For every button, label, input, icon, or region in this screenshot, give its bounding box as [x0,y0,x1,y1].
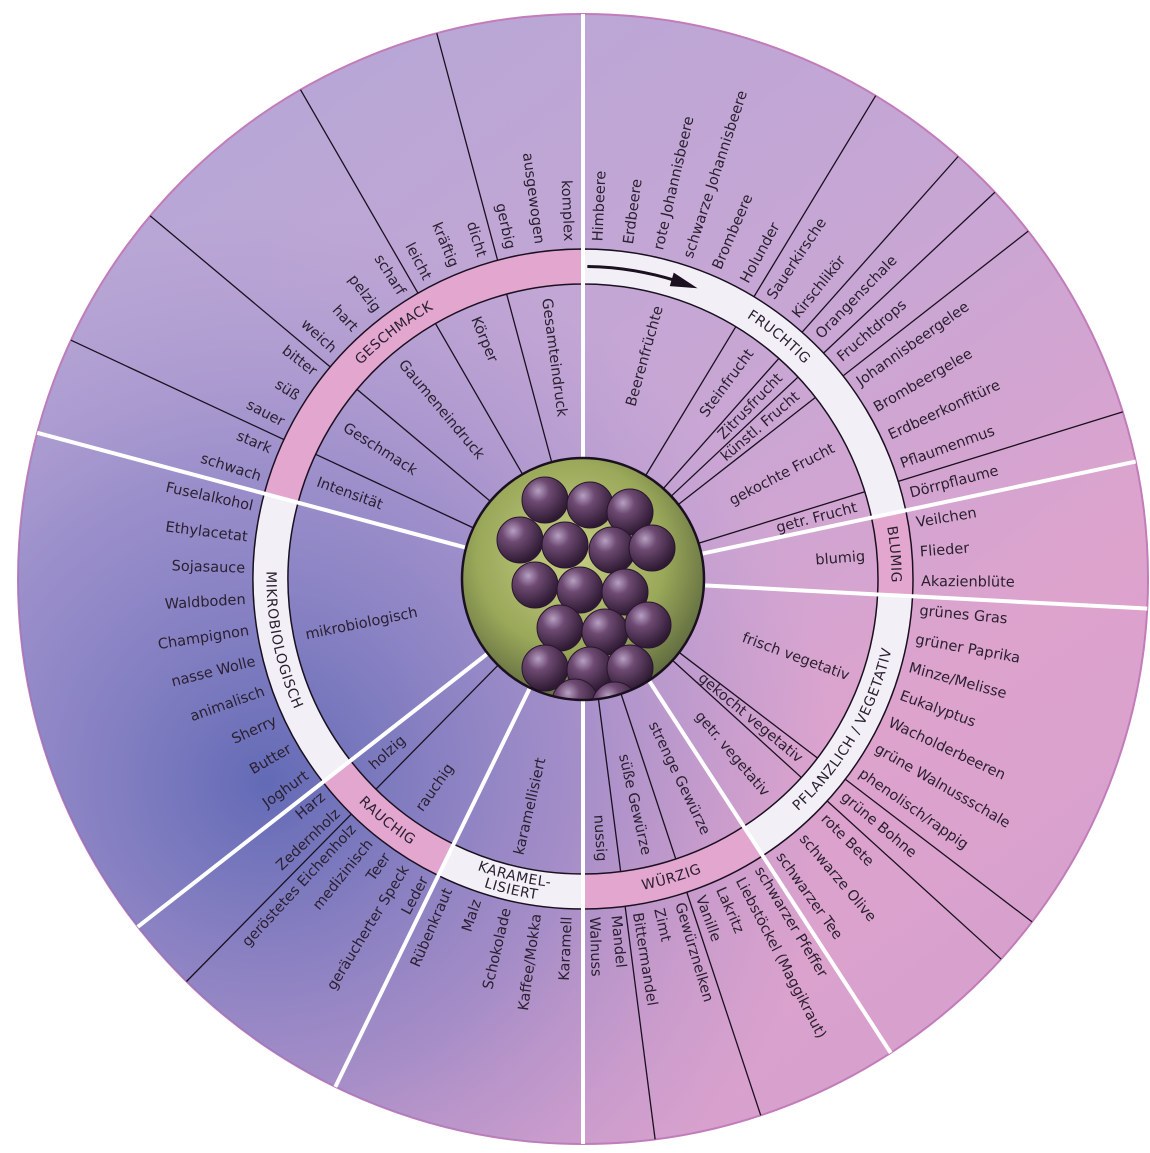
aroma-label: Walnuss [586,917,604,977]
grape-berry [625,602,671,648]
grape-berry [542,522,588,568]
aroma-label: komplex [558,180,577,242]
grape-berry [589,527,635,573]
grape-berry [512,562,558,608]
grape-berry [522,477,568,523]
grape-berry [629,525,675,571]
grape-berry [497,517,543,563]
grape-berry [537,605,583,651]
aroma-label: Sojasauce [171,558,245,576]
subcategory-label: nussig [590,814,609,862]
grape-berry [567,482,613,528]
aroma-label: Karamell [557,916,576,981]
aroma-label: Himbeere [590,170,609,241]
aroma-label: Akazienblüte [921,574,1015,591]
